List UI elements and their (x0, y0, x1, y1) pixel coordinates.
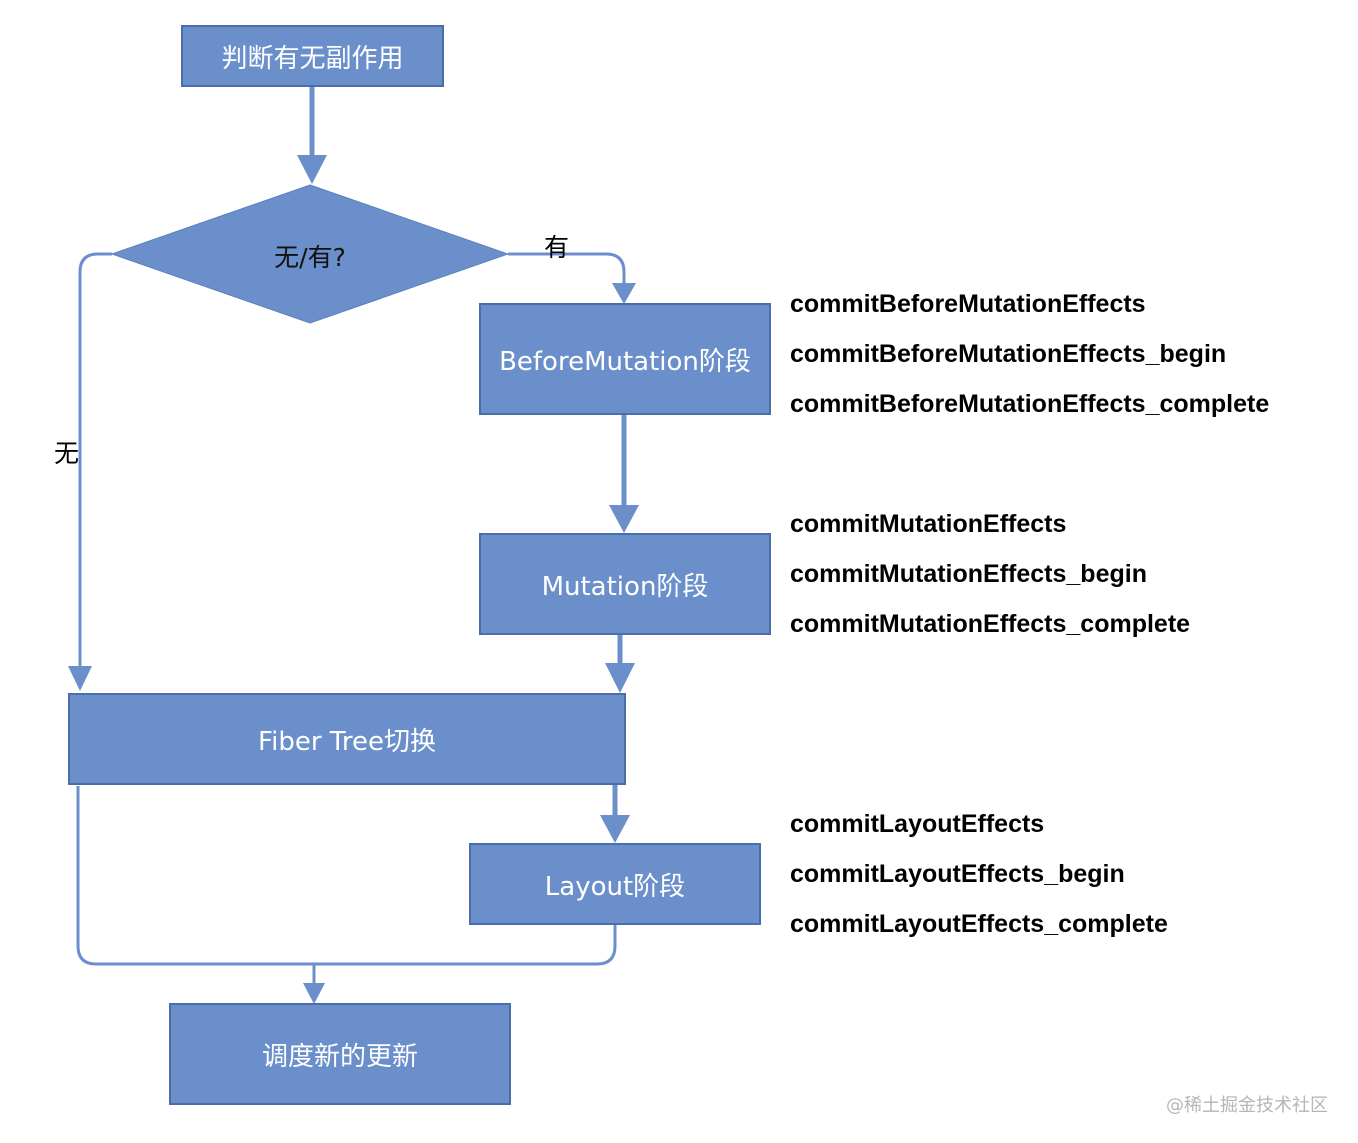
function-label: commitLayoutEffects_complete (790, 910, 1168, 938)
arrowhead-merge-to-schedule (303, 983, 325, 1004)
decision-diamond (110, 184, 510, 324)
connector-fiber-bottom (76, 786, 314, 966)
arrowhead-decision-yes (612, 283, 636, 304)
function-label: commitMutationEffects_complete (790, 610, 1191, 638)
node-layout-label: Layout阶段 (544, 871, 686, 902)
function-label: commitLayoutEffects_begin (790, 860, 1125, 888)
decision-label: 无/有? (274, 243, 346, 272)
arrowhead-start-to-decision (297, 155, 327, 184)
node-schedule-update: 调度新的更新 (169, 1003, 511, 1105)
node-before-mutation: BeforeMutation阶段 (479, 303, 771, 415)
node-check-side-effects: 判断有无副作用 (181, 25, 444, 87)
function-label: commitMutationEffects_begin (790, 560, 1147, 588)
node-check-side-effects-label: 判断有无副作用 (221, 43, 404, 74)
arrow-decision-no (78, 252, 112, 668)
arrowhead-before-to-mutation (609, 505, 639, 533)
node-fiber-tree-switch: Fiber Tree切换 (68, 693, 626, 785)
edge-label-no: 无 (54, 439, 80, 468)
arrowhead-decision-no (68, 666, 92, 691)
function-label: commitMutationEffects (790, 510, 1067, 538)
function-label: commitLayoutEffects (790, 810, 1045, 838)
node-mutation: Mutation阶段 (479, 533, 771, 635)
function-label: commitBeforeMutationEffects (790, 290, 1146, 318)
node-before-mutation-label: BeforeMutation阶段 (499, 346, 751, 377)
connector-layout-bottom (314, 924, 617, 966)
watermark: @稀土掘金技术社区 (1166, 1095, 1328, 1116)
arrowhead-fiber-to-layout (600, 815, 630, 843)
arrow-decision-yes (508, 252, 626, 286)
edge-label-yes: 有 (544, 233, 570, 262)
function-label: commitBeforeMutationEffects_complete (790, 390, 1270, 418)
node-layout: Layout阶段 (469, 843, 761, 925)
node-fiber-tree-switch-label: Fiber Tree切换 (258, 726, 436, 757)
function-label: commitBeforeMutationEffects_begin (790, 340, 1227, 368)
node-mutation-label: Mutation阶段 (541, 571, 709, 602)
arrowhead-mutation-to-fiber (605, 663, 635, 693)
node-schedule-update-label: 调度新的更新 (261, 1041, 418, 1072)
